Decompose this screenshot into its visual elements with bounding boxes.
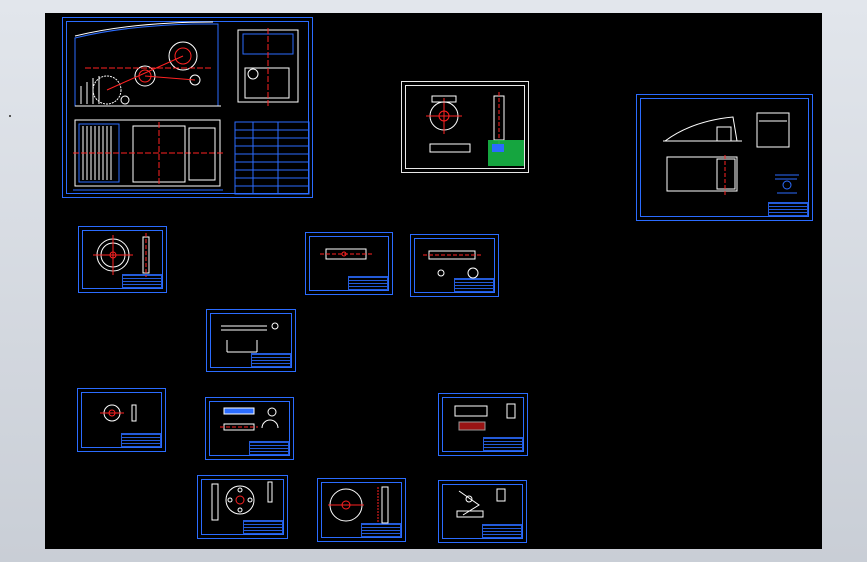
shaft-a-linework	[320, 248, 372, 260]
assembly-linework	[73, 21, 310, 195]
sheet-wheel-part[interactable]	[78, 226, 167, 293]
pin-linework	[220, 407, 279, 431]
sheet-pin-part[interactable]	[205, 397, 294, 460]
sheet-part-detail-white-frame[interactable]	[401, 81, 529, 173]
sheet-flange-part[interactable]	[197, 475, 288, 539]
sheet-bracket-part[interactable]	[206, 309, 296, 372]
sheet-shaft-part-b[interactable]	[410, 234, 499, 297]
sheet-general-assembly[interactable]	[62, 17, 313, 198]
sheet-shaft-part-a[interactable]	[305, 232, 393, 295]
sheet-gear-part-small[interactable]	[77, 388, 166, 452]
sheet-sprocket-part[interactable]	[317, 478, 406, 542]
cad-drawing-canvas[interactable]	[45, 13, 822, 549]
gear-small-linework	[100, 404, 137, 422]
part-detail-linework	[426, 92, 524, 166]
stray-point	[9, 115, 11, 117]
housing-linework	[454, 403, 516, 431]
sheet-assembly-side-view[interactable]	[636, 94, 813, 221]
shaft-b-linework	[423, 250, 481, 279]
flange-linework	[211, 481, 273, 521]
sheet-crank-part[interactable]	[438, 480, 527, 543]
sheet-housing-part[interactable]	[438, 393, 528, 456]
bracket-linework	[221, 322, 279, 353]
wheel-linework	[93, 233, 150, 277]
side-view-linework	[663, 112, 799, 195]
crank-linework	[456, 488, 506, 518]
sprocket-linework	[328, 486, 389, 524]
